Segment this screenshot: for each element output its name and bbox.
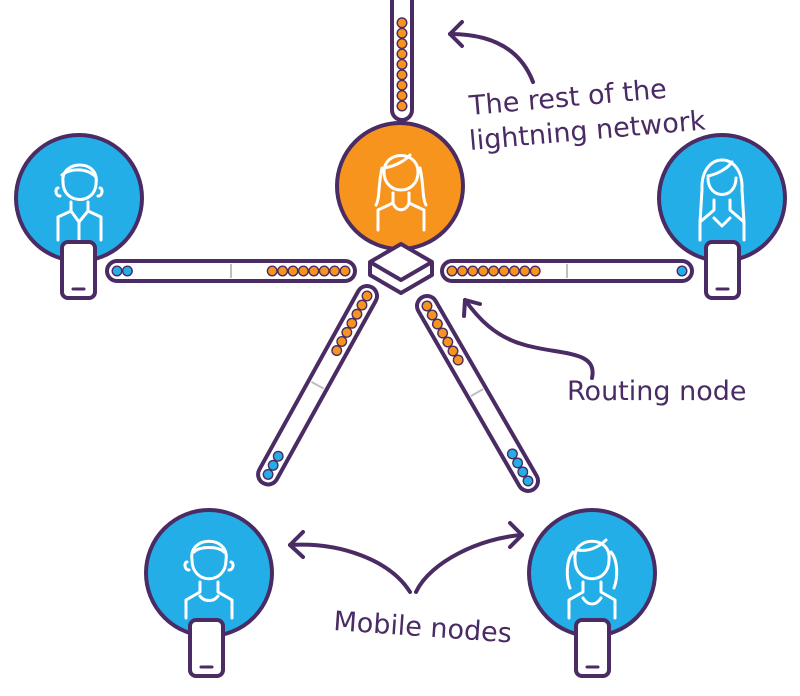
orange-dot [396,17,408,29]
orange-dot [396,100,408,112]
orange-dot [508,265,520,277]
channel-top-orange-dots [396,17,408,112]
orange-dot [467,265,479,277]
orange-dot [396,58,408,70]
channel-bottom-left [256,284,379,487]
label-routing-node: Routing node [567,376,746,407]
blue-dot [111,265,123,277]
orange-dot [351,308,363,320]
node-center [335,121,465,251]
phone-icon [60,240,97,300]
blue-dot [676,265,688,277]
orange-dot [361,290,373,302]
orange-dot [329,265,341,277]
orange-dot [421,300,433,312]
arrow-routing-node [462,298,595,380]
orange-dot [442,336,454,348]
orange-dot [346,317,358,329]
arrow-mobile-right [414,521,524,594]
blue-dot [506,448,518,460]
node-left [14,133,144,300]
channel-top [390,0,414,122]
orange-dot [396,79,408,91]
node-right [657,133,787,300]
channel-bottom-right [415,294,540,493]
node-bottom-left-circle [144,508,274,638]
channel-bottom-left-blue-dots [262,450,284,480]
orange-dot [266,265,278,277]
orange-dot [529,265,541,277]
channel-bottom-left-orange-dots [331,290,373,357]
orange-dot [447,345,459,357]
phone-icon [704,240,741,300]
blue-dot [121,265,133,277]
phone-icon [574,618,611,678]
channel-bottom-left-divider [310,380,325,390]
orange-dot [396,48,408,60]
node-bottom-right [527,508,657,678]
channel-left [105,259,357,283]
orange-dot [287,265,299,277]
channel-right-orange-dots [446,265,541,277]
boy-icon [183,539,235,620]
blue-dot [517,466,529,478]
orange-dot [431,318,443,330]
blue-dot [522,475,534,487]
orange-dot [339,265,351,277]
phone-icon [188,618,225,678]
channel-bottom-right-blue-dots [506,448,534,487]
node-bottom-left [144,508,274,678]
channel-left-blue-dots [111,265,133,277]
orange-dot [336,335,348,347]
man-short-hair-icon [54,163,104,242]
orange-dot [452,354,464,366]
orange-dot [297,265,309,277]
routing-node-cube-icon [368,242,434,295]
orange-dot [519,265,531,277]
blue-dot [272,450,284,462]
orange-dot [356,299,368,311]
arrow-rest-of-network [448,20,535,84]
channel-right [440,259,694,283]
girl-pigtails-icon [565,538,619,620]
channel-bottom-right-divider [470,388,484,397]
woman-long-hair-icon [374,153,428,232]
channel-right-blue-dots [676,265,688,277]
orange-dot [396,27,408,39]
orange-dot [426,309,438,321]
orange-dot [277,265,289,277]
orange-dot [308,265,320,277]
orange-dot [318,265,330,277]
orange-dot [331,345,343,357]
blue-dot [512,457,524,469]
orange-dot [477,265,489,277]
label-mobile-nodes: Mobile nodes [333,606,513,649]
blue-dot [262,468,274,480]
orange-dot [396,69,408,81]
node-center-circle [335,121,465,251]
orange-dot [341,326,353,338]
channel-left-orange-dots [266,265,351,277]
orange-dot [396,38,408,50]
channel-bottom-right-orange-dots [421,300,464,366]
orange-dot [488,265,500,277]
orange-dot [498,265,510,277]
woman-straight-hair-icon [698,158,746,242]
orange-dot [456,265,468,277]
orange-dot [396,90,408,102]
orange-dot [446,265,458,277]
arrow-mobile-left [288,530,412,594]
orange-dot [437,327,449,339]
blue-dot [267,459,279,471]
node-bottom-right-circle [527,508,657,638]
